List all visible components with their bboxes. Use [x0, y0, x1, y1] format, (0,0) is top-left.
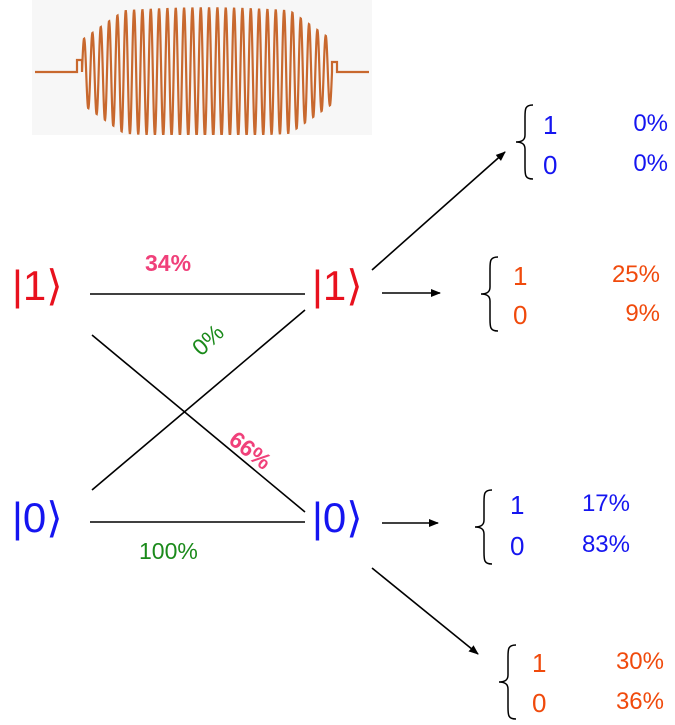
outcome-bit: 0 [510, 533, 524, 559]
state-left-zero: |0⟩ [12, 497, 63, 539]
brace-icon [472, 488, 496, 570]
arrow-to-outcome-4 [372, 568, 478, 654]
arrow-to-outcome-1 [372, 152, 505, 270]
brace-icon [513, 103, 537, 185]
outcome-bit: 0 [513, 302, 527, 328]
outcome-probability: 17% [582, 492, 630, 516]
outcome-bit: 1 [532, 650, 546, 676]
outcome-probability: 9% [625, 302, 660, 326]
outcome-probability: 0% [633, 112, 668, 136]
brace-icon [496, 643, 520, 725]
label-one-to-one: 34% [145, 252, 191, 275]
state-mid-zero: |0⟩ [312, 497, 363, 539]
outcome-probability: 83% [582, 533, 630, 557]
outcome-probability: 30% [616, 650, 664, 674]
brace-icon [478, 255, 502, 337]
outcome-bit: 0 [532, 690, 546, 716]
state-left-one: |1⟩ [12, 265, 63, 307]
outcome-probability: 25% [612, 263, 660, 287]
outcome-bit: 1 [510, 492, 524, 518]
edge-one-to-zero [92, 335, 305, 512]
outcome-probability: 36% [616, 690, 664, 714]
label-zero-to-zero: 100% [139, 540, 198, 563]
state-mid-one: |1⟩ [312, 265, 363, 307]
outcome-bit: 1 [513, 263, 527, 289]
outcome-bit: 1 [543, 112, 557, 138]
outcome-probability: 0% [633, 152, 668, 176]
outcome-bit: 0 [543, 152, 557, 178]
